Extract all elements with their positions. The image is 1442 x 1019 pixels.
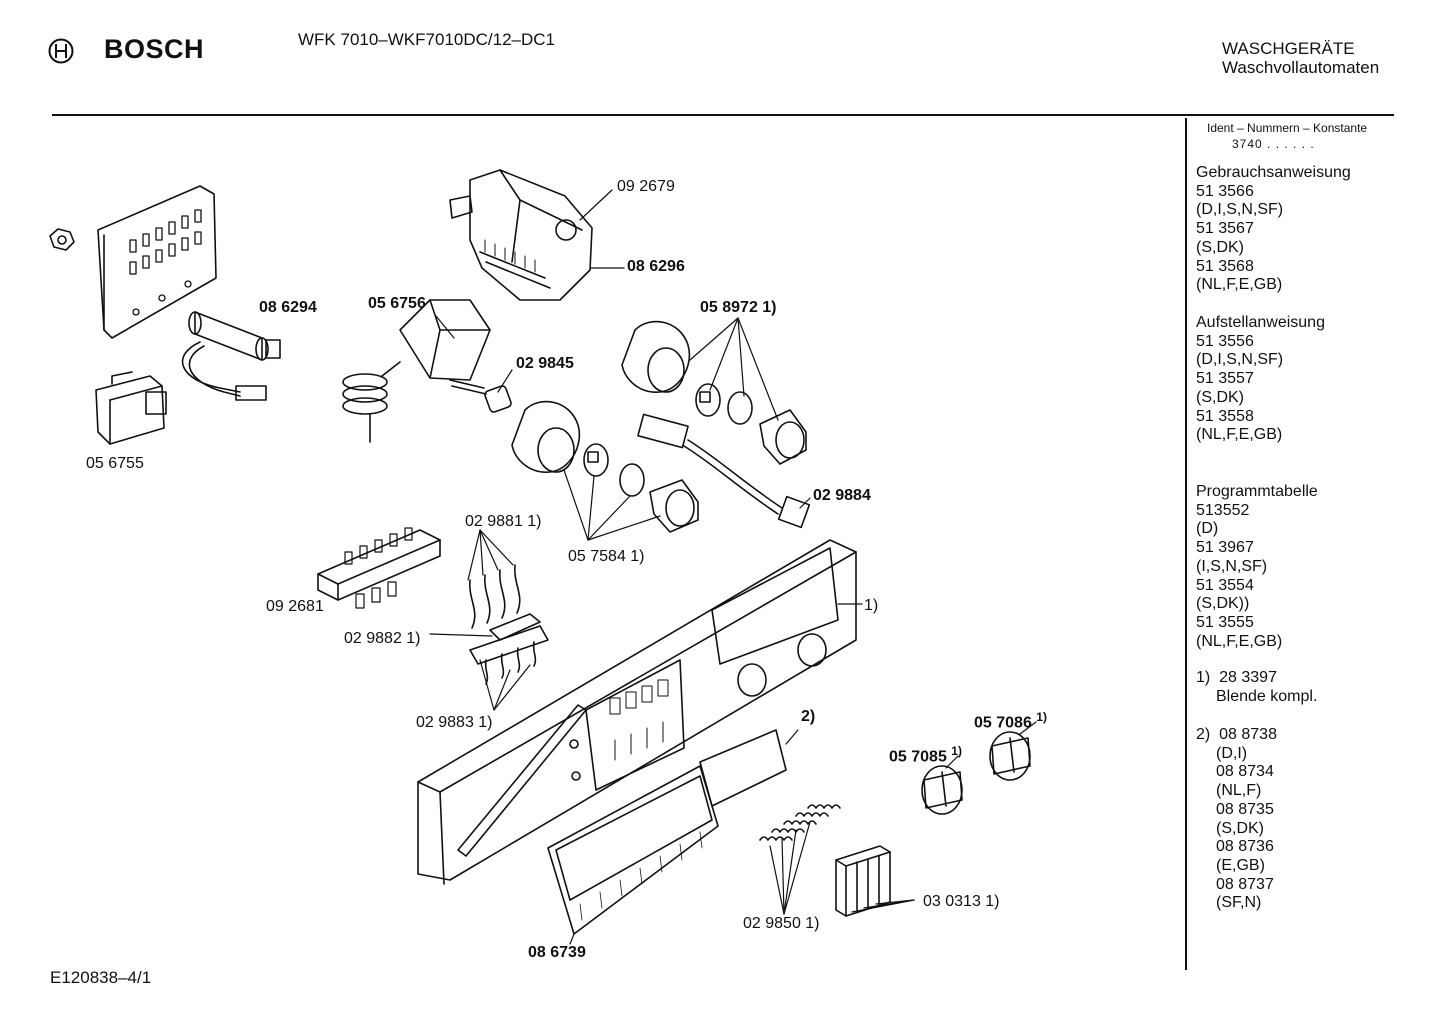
group-line: 51 3555 xyxy=(1196,613,1254,631)
group-line: (NL,F,E,GB) xyxy=(1196,632,1283,650)
note-line: (NL,F) xyxy=(1216,782,1262,800)
part-label: 05 6756 xyxy=(368,295,426,312)
header-divider xyxy=(52,114,1394,116)
group-line: (S,DK) xyxy=(1196,388,1244,406)
group-line: (I,S,N,SF) xyxy=(1196,557,1268,575)
note-line: 08 8737 xyxy=(1216,875,1274,893)
knob-set-upper-part xyxy=(621,320,807,465)
group-line: 51 3568 xyxy=(1196,257,1254,275)
rotary-knob-left-part xyxy=(921,765,963,815)
contact-springs-part xyxy=(469,564,549,685)
ident-value: 3740 . . . . . . xyxy=(1232,137,1315,151)
dispenser-cover-part xyxy=(547,765,719,935)
sidebar-group-aufstellanweisung: Aufstellanweisung 51 3556 (D,I,S,N,SF) 5… xyxy=(1196,314,1325,445)
part-number: 05 7085 xyxy=(889,748,947,766)
part-label: 05 8972 1) xyxy=(700,299,777,316)
part-label: 2) xyxy=(801,708,816,725)
group-line: 51 3566 xyxy=(1196,182,1254,200)
sidebar-divider xyxy=(1185,118,1187,970)
part-label: 1) xyxy=(864,597,879,614)
note-text: Blende kompl. xyxy=(1216,687,1318,705)
pin-part xyxy=(484,385,512,413)
rotary-knob-right-part xyxy=(989,731,1031,781)
springs-part xyxy=(759,804,841,841)
note-line: 08 8736 xyxy=(1216,838,1274,856)
control-panel-part xyxy=(417,539,857,885)
knob-set-lower-part xyxy=(511,400,699,533)
part-label: 03 0313 1) xyxy=(923,893,1000,910)
capacitor-part xyxy=(181,311,281,401)
part-label: 08 6739 xyxy=(528,944,586,961)
model-number: WFK 7010–WKF7010DC/12–DC1 xyxy=(298,30,556,49)
group-title: Programmtabelle xyxy=(1196,483,1318,500)
group-line: 51 3967 xyxy=(1196,539,1254,557)
note-line: (E,GB) xyxy=(1216,856,1265,874)
category-subtitle: Waschvollautomaten xyxy=(1222,58,1380,77)
note-line: 08 8734 xyxy=(1216,763,1274,781)
part-label: 02 9845 xyxy=(516,355,574,372)
door-lock-part xyxy=(342,299,491,443)
label-strip-part xyxy=(699,729,787,807)
group-line: (S,DK) xyxy=(1196,238,1244,256)
group-line: (D,I,S,N,SF) xyxy=(1196,201,1284,219)
exploded-parts-diagram xyxy=(49,169,1037,945)
ident-title: Ident – Nummern – Konstante xyxy=(1207,121,1368,135)
programmer-part xyxy=(449,169,593,301)
note-line: (D,I) xyxy=(1216,744,1248,762)
terminal-strip-part xyxy=(317,527,441,609)
note-line: 08 8735 xyxy=(1216,800,1274,818)
part-label: 02 9881 1) xyxy=(465,513,542,530)
group-line: 51 3556 xyxy=(1196,332,1254,350)
choke-part xyxy=(95,371,167,445)
connector-cable-part xyxy=(637,413,811,529)
sidebar-group-gebrauchsanweisung: Gebrauchsanweisung 51 3566 (D,I,S,N,SF) … xyxy=(1196,164,1351,295)
note-marker: 2) xyxy=(1196,726,1211,743)
note-marker: 1) xyxy=(1196,669,1211,686)
part-footnote: 1) xyxy=(1036,710,1047,724)
part-label: 05 7085 1) xyxy=(889,744,962,766)
note-line: 2) 08 8738 xyxy=(1196,726,1277,745)
group-line: 513552 xyxy=(1196,501,1250,519)
group-line: (S,DK)) xyxy=(1196,595,1250,613)
part-label: 02 9850 1) xyxy=(743,915,820,932)
mounting-bracket-part xyxy=(97,185,217,339)
group-line: (NL,F,E,GB) xyxy=(1196,426,1283,444)
note-number: 28 3397 xyxy=(1219,669,1277,686)
note-line: (SF,N) xyxy=(1216,894,1262,912)
part-label: 02 9882 1) xyxy=(344,630,421,647)
group-line: 51 3554 xyxy=(1196,576,1254,594)
note-number: 08 8738 xyxy=(1219,726,1277,743)
group-line: (D,I,S,N,SF) xyxy=(1196,351,1284,369)
part-label: 02 9883 1) xyxy=(416,714,493,731)
group-title: Aufstellanweisung xyxy=(1196,314,1325,331)
sidebar-note-2: 2) 08 8738 (D,I) 08 8734 (NL,F) 08 8735 … xyxy=(1196,726,1277,913)
note-line: (S,DK) xyxy=(1216,819,1264,837)
part-label: 05 6755 xyxy=(86,455,144,472)
nut-part xyxy=(49,228,75,251)
part-footnote: 1) xyxy=(951,744,962,758)
part-label: 08 6296 xyxy=(627,258,685,275)
leader-lines xyxy=(429,189,1037,945)
part-number: 05 7086 xyxy=(974,714,1032,732)
note-line: 1) 28 3397 xyxy=(1196,669,1317,688)
bosch-logo-icon xyxy=(48,38,74,64)
drawing-code: E120838–4/1 xyxy=(50,968,152,987)
part-label: 02 9884 xyxy=(813,487,871,504)
group-line: 51 3557 xyxy=(1196,370,1254,388)
part-label: 09 2679 xyxy=(617,178,675,195)
sidebar-group-programmtabelle: Programmtabelle 513552 (D) 51 3967 (I,S,… xyxy=(1196,483,1318,651)
group-title: Gebrauchsanweisung xyxy=(1196,164,1351,181)
part-label: 08 6294 xyxy=(259,299,317,316)
part-label: 09 2681 xyxy=(266,598,324,615)
part-label: 05 7086 1) xyxy=(974,710,1047,732)
category-title: WASCHGERÄTE xyxy=(1222,39,1355,58)
group-line: (NL,F,E,GB) xyxy=(1196,276,1283,294)
group-line: 51 3567 xyxy=(1196,220,1254,238)
group-line: 51 3558 xyxy=(1196,407,1254,425)
group-line: (D) xyxy=(1196,520,1219,538)
part-label: 05 7584 1) xyxy=(568,548,645,565)
sidebar-note-1: 1) 28 3397 Blende kompl. xyxy=(1196,669,1317,706)
brand-name: BOSCH xyxy=(104,34,205,64)
